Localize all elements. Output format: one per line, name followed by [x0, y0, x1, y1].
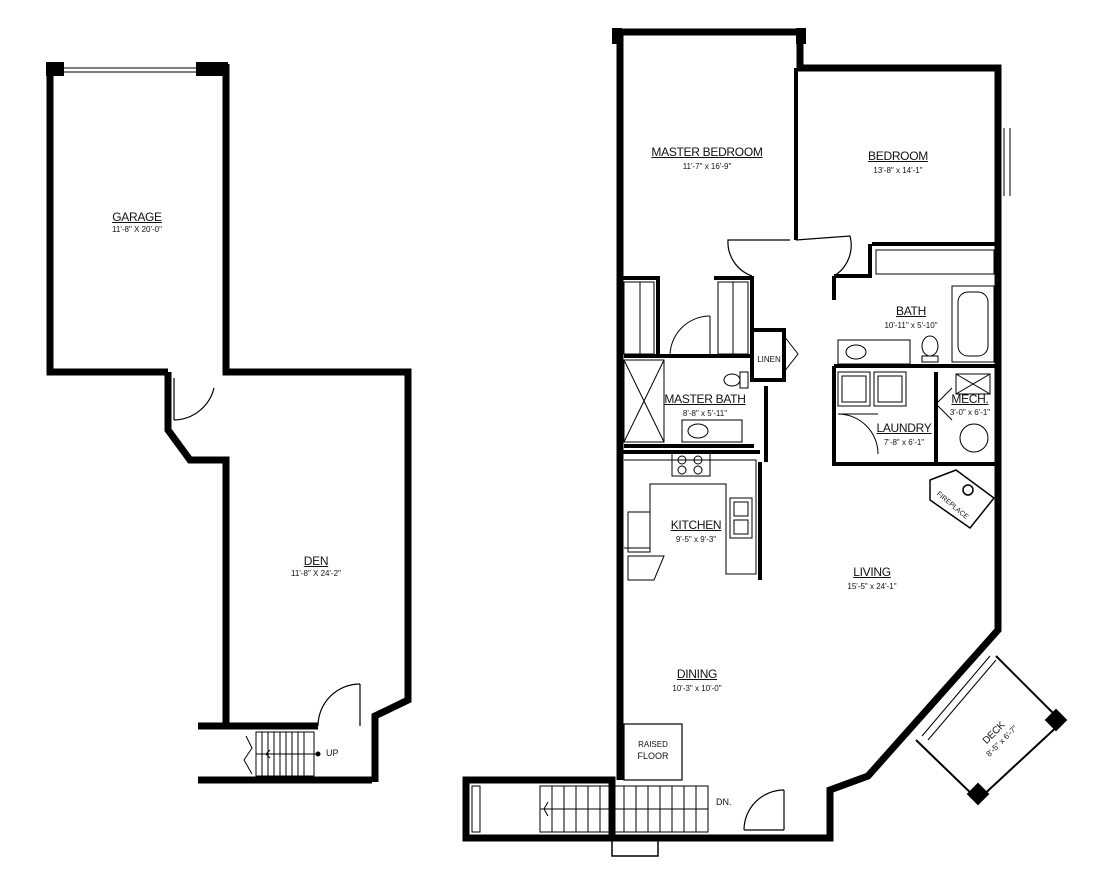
linen-name: LINEN [757, 355, 781, 364]
dining-dims: 10'-3" x 10'-0" [672, 683, 722, 693]
laundry-fixtures [837, 371, 907, 455]
garage-dims: 11'-8" X 20'-0" [112, 224, 162, 234]
master-bath-dims: 8'-8" x 5'-11" [682, 408, 728, 418]
bath-dims: 10'-11" x 5'-10" [884, 320, 938, 330]
deck-outline [915, 655, 1064, 802]
garage-den-door [173, 378, 215, 421]
mech-name: MECH. [951, 392, 989, 406]
den-entry-door [317, 683, 361, 727]
den-name: DEN [303, 554, 329, 568]
mech-dims: 3'-0" x 6'-1" [949, 407, 991, 417]
deck-post-bottom [966, 782, 990, 806]
den-dims: 11'-8" X 24'-2" [291, 568, 341, 578]
hall-bath-fixtures [837, 249, 995, 365]
den-stairs [243, 731, 318, 777]
living-name: LIVING [853, 565, 891, 579]
laundry-name: LAUNDRY [876, 421, 932, 435]
entry-door [743, 789, 785, 831]
living-dims: 15'-5" x 24'-1" [847, 581, 897, 591]
garage-name: GARAGE [112, 210, 162, 224]
stair-up-dot [315, 751, 321, 757]
bedroom-window [1003, 128, 1011, 196]
living-label: LIVING 15'-5" x 24'-1" [834, 563, 910, 591]
mech-fixtures [935, 373, 991, 453]
bath-name: BATH [896, 304, 926, 318]
raised-floor-line2: FLOOR [637, 750, 669, 761]
linen-door [783, 335, 799, 373]
garage-door-left-post [46, 62, 64, 76]
entry-stairs [471, 785, 709, 833]
garage-walls [46, 64, 412, 784]
bedroom-dims: 13'-8" x 14'-1" [873, 165, 923, 175]
laundry-label: LAUNDRY 7'-8" x 6'-1" [868, 419, 940, 447]
kitchen-label: KITCHEN 9'-5" x 9'-3" [664, 516, 728, 544]
bedroom-doors [727, 235, 852, 277]
stair-down-label: DN. [716, 797, 732, 807]
den-label: DEN 11'-8" X 24'-2" [278, 552, 354, 578]
bedroom-label: BEDROOM 13'-8" x 14'-1" [858, 147, 938, 175]
raised-floor-line1: RAISED [638, 740, 668, 749]
bottom-threshold [611, 837, 659, 857]
garage-label: GARAGE 11'-8" X 20'-0" [95, 208, 179, 234]
master-bedroom-label: MASTER BEDROOM 11'-7" x 16'-9" [646, 143, 768, 171]
kitchen-name: KITCHEN [670, 518, 722, 532]
closet-fixtures [623, 281, 749, 355]
garage-door-right-post [196, 62, 228, 76]
kitchen-dims: 9'-5" x 9'-3" [675, 534, 717, 544]
deck-post-right [1044, 708, 1068, 732]
master-bath-label: MASTER BATH 8'-8" x 5'-11" [662, 390, 748, 418]
stair-up-label: UP [326, 748, 339, 758]
interior-walls [620, 68, 998, 466]
fireplace-fixture [929, 469, 996, 530]
dining-label: DINING 10'-3" x 10'-0" [662, 665, 732, 693]
bedroom-name: BEDROOM [868, 149, 928, 163]
raised-floor-label: RAISED FLOOR [626, 740, 680, 762]
bath-label: BATH 10'-11" x 5'-10" [878, 302, 944, 330]
master-bath-fixtures [623, 315, 749, 443]
deck-slider-door [921, 655, 997, 741]
master-bedroom-dims: 11'-7" x 16'-9" [682, 161, 732, 171]
dining-name: DINING [676, 667, 718, 681]
kitchen-fixtures [624, 451, 757, 581]
laundry-dims: 7'-8" x 6'-1" [883, 437, 925, 447]
master-bedroom-name: MASTER BEDROOM [651, 145, 763, 159]
raised-floor-box [623, 723, 683, 781]
linen-label: LINEN [754, 349, 784, 367]
master-bath-name: MASTER BATH [664, 392, 746, 406]
mech-label: MECH. 3'-0" x 6'-1" [944, 390, 996, 417]
window-top [612, 28, 622, 44]
